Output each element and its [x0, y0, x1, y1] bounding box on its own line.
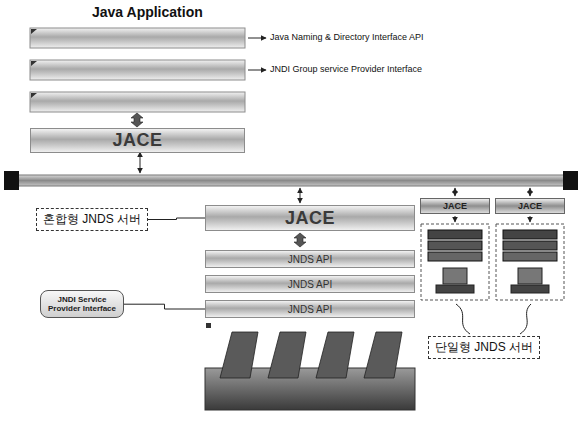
node-text: JACE — [518, 201, 542, 211]
leader-line — [148, 218, 205, 220]
link-arrow — [530, 188, 531, 196]
band-end — [563, 171, 578, 190]
link-arrow — [140, 152, 141, 173]
server-icons — [220, 332, 402, 378]
node-text: 혼합형 JNDS 서버 — [43, 211, 141, 228]
leader-arrow — [248, 70, 266, 71]
corner-mark — [206, 323, 211, 328]
node-text: JACE — [112, 130, 162, 151]
link-arrow — [300, 188, 301, 203]
node-text: JNDS API — [288, 254, 332, 265]
jace-bar: JACE — [205, 205, 415, 231]
node-text: 단일형 JNDS 서버 — [435, 339, 533, 356]
layer-bar — [30, 92, 245, 112]
leader-line — [456, 304, 470, 334]
jace-bar: JACE — [495, 198, 565, 214]
callout-box: 단일형 JNDS 서버 — [428, 336, 540, 359]
api-bar: JNDS API — [205, 250, 415, 268]
jace-bar: JACE — [30, 128, 245, 153]
node-text: JACE — [443, 201, 467, 211]
callout-bubble: JNDI Service Provider Interface — [40, 290, 124, 318]
corner-mark — [31, 29, 37, 98]
updown-icon — [131, 113, 143, 127]
leader-line — [124, 304, 205, 309]
node-text: JNDS API — [288, 279, 332, 290]
node-text: JNDI Service Provider Interface — [46, 295, 118, 313]
spi-bar — [30, 60, 245, 80]
link-arrow — [455, 188, 456, 196]
node-text: JNDS API — [288, 304, 332, 315]
leader-arrow — [248, 38, 266, 39]
api-bar: JNDS API — [205, 300, 415, 318]
single-server — [421, 216, 489, 300]
callout-box: 혼합형 JNDS 서버 — [36, 208, 148, 231]
diagram-title: Java Application — [92, 4, 203, 20]
leader-line — [520, 304, 531, 334]
interface-label: JNDI Group service Provider Interface — [270, 64, 422, 74]
api-bar — [30, 28, 245, 48]
node-text: JACE — [285, 208, 335, 229]
jace-bar: JACE — [420, 198, 490, 214]
interface-label: Java Naming & Directory Interface API — [270, 32, 424, 42]
band-end — [4, 171, 19, 190]
api-bar: JNDS API — [205, 275, 415, 293]
single-server — [496, 216, 564, 300]
updown-icon — [294, 233, 306, 247]
network-band — [18, 175, 564, 186]
